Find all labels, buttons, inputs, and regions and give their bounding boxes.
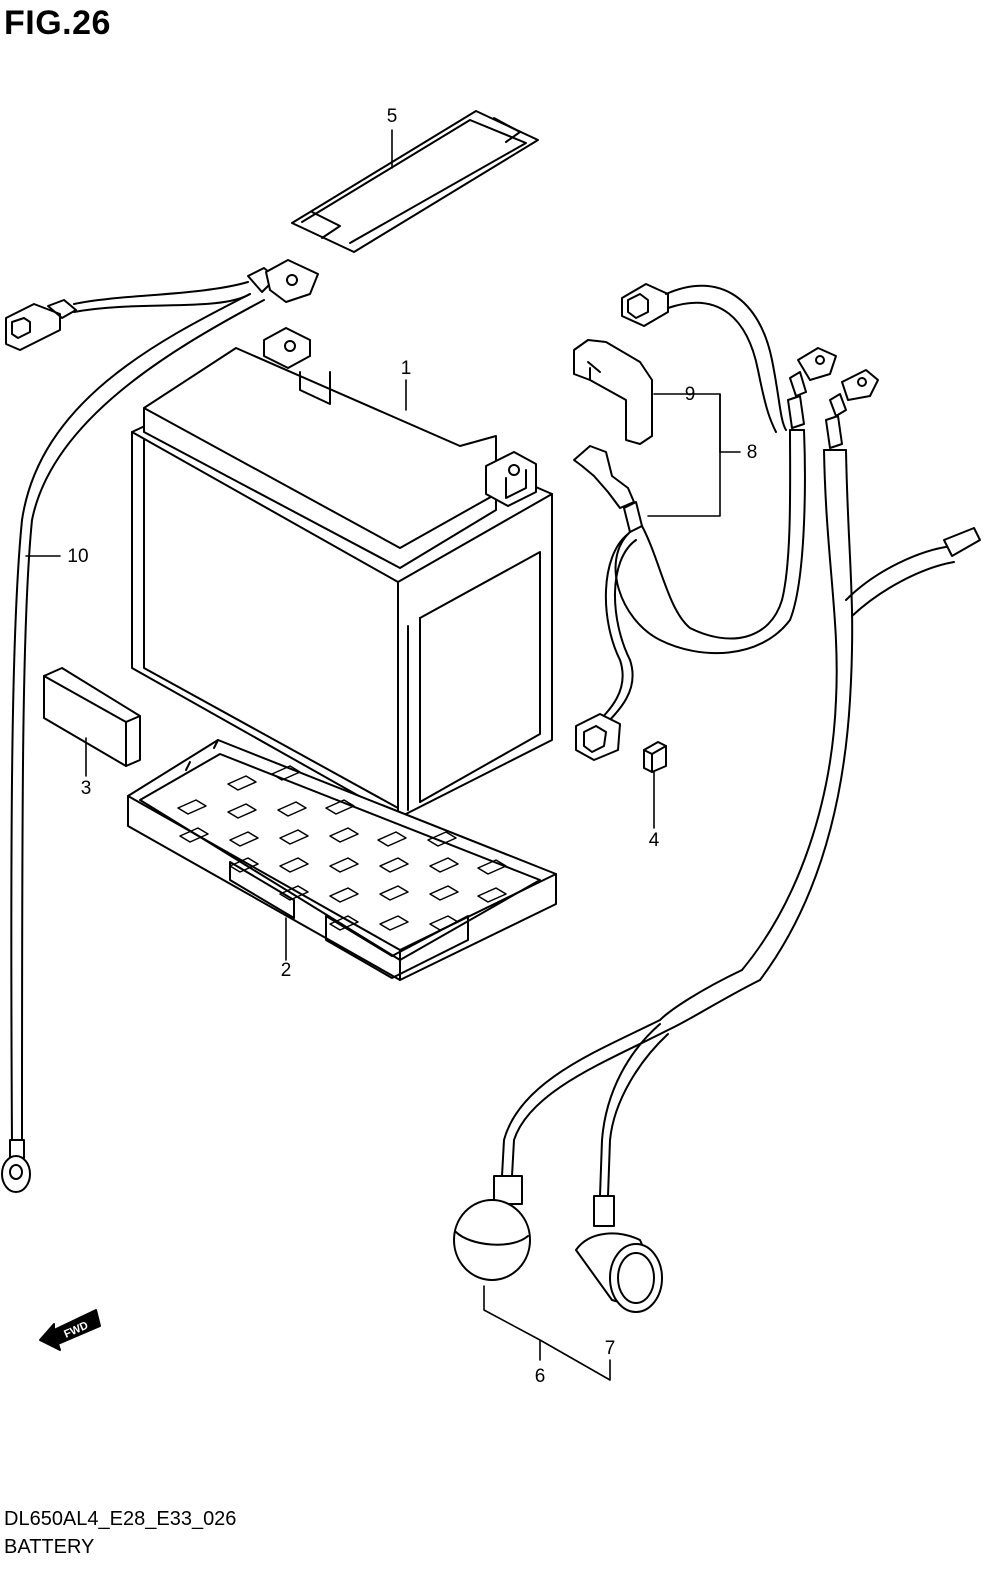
battery-strap-part-5 <box>291 110 539 253</box>
callout-4: 4 <box>649 830 660 851</box>
callout-8: 8 <box>747 442 758 463</box>
battery-part-1 <box>131 327 553 819</box>
leader-lines <box>25 129 741 1381</box>
callout-3: 3 <box>81 778 92 799</box>
callout-2: 2 <box>281 960 292 981</box>
terminal-cover-part-9 <box>573 339 653 445</box>
callout-5: 5 <box>387 106 398 127</box>
diagram-name: BATTERY <box>4 1536 95 1558</box>
figure-title: FIG.26 <box>4 4 111 42</box>
diagram-code: DL650AL4_E28_E33_026 <box>4 1508 237 1530</box>
fwd-label: FWD <box>62 1320 90 1341</box>
wire-harness-part-8 <box>453 283 981 1313</box>
callout-10: 10 <box>67 546 88 567</box>
tray-slots <box>177 765 507 931</box>
callout-9: 9 <box>685 384 696 405</box>
forward-arrow-icon: FWD <box>39 1309 101 1351</box>
pad-part-3 <box>43 667 141 767</box>
callout-1: 1 <box>401 358 412 379</box>
callout-6: 6 <box>535 1366 546 1387</box>
clip-part-4 <box>643 741 667 773</box>
wire-harness-part-10 <box>1 259 319 1193</box>
callout-7: 7 <box>605 1338 616 1359</box>
